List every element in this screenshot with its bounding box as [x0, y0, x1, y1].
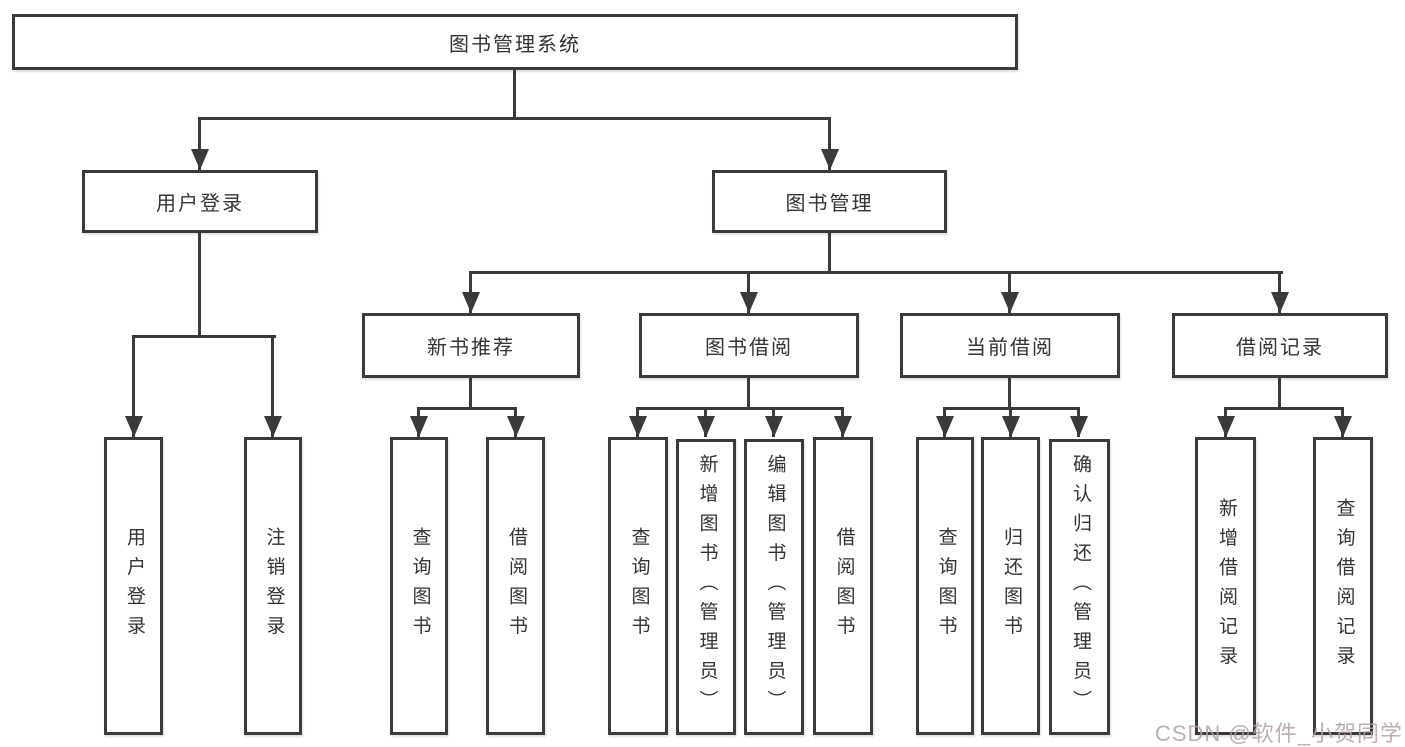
node-br-add-record-label: 新增借阅记录 — [1215, 497, 1237, 675]
connector-arrow-rec-borrow — [514, 407, 517, 437]
connector-new-book-rec-stem — [469, 378, 472, 407]
node-root-label: 图书管理系统 — [449, 33, 581, 56]
connector-book-mgmt-stem — [828, 233, 831, 271]
connector-arrow-br-query — [1341, 407, 1344, 437]
node-cb-confirm-return-label: 确认归还（管理员） — [1069, 454, 1091, 720]
node-rec-borrow-books-label: 借阅图书 — [505, 527, 527, 645]
node-cb-return-books: 归还图书 — [981, 437, 1040, 735]
node-new-book-rec-label: 新书推荐 — [427, 337, 515, 359]
node-bb-add-books-label: 新增图书（管理员） — [696, 454, 718, 720]
connector-arrow-bb-edit — [772, 407, 775, 437]
node-login: 用户登录 — [104, 437, 163, 735]
node-book-borrow-label: 图书借阅 — [705, 337, 793, 359]
connector-root-stem — [513, 70, 516, 117]
connector-book-borrow-branch — [636, 407, 844, 410]
node-book-mgmt: 图书管理 — [712, 170, 947, 233]
connector-arrow-logout — [271, 335, 274, 437]
node-bb-query-books: 查询图书 — [608, 437, 668, 735]
connector-arrow-login — [132, 335, 135, 437]
connector-current-borrow-stem — [1008, 378, 1011, 407]
node-logout-label: 注销登录 — [263, 527, 285, 645]
connector-arrow-book-borrow — [747, 271, 750, 313]
connector-arrow-bb-borrow — [841, 407, 844, 437]
connector-book-mgmt-branch — [469, 271, 1283, 274]
node-borrow-records: 借阅记录 — [1172, 313, 1388, 378]
node-cb-return-books-label: 归还图书 — [1000, 527, 1022, 645]
node-current-borrow-label: 当前借阅 — [966, 337, 1054, 359]
node-rec-query-books: 查询图书 — [390, 437, 448, 735]
node-book-borrow: 图书借阅 — [639, 313, 859, 378]
connector-arrow-bb-add — [704, 407, 707, 437]
node-user-login: 用户登录 — [82, 170, 318, 233]
connector-arrow-book-mgmt — [828, 117, 831, 170]
connector-arrow-user-login — [198, 117, 201, 170]
connector-borrow-records-stem — [1278, 378, 1281, 407]
connector-user-login-branch — [132, 335, 276, 338]
connector-root-branch — [198, 117, 831, 120]
node-logout: 注销登录 — [244, 437, 302, 735]
connector-user-login-stem — [198, 233, 201, 335]
connector-arrow-cb-query — [943, 407, 946, 437]
node-root: 图书管理系统 — [12, 14, 1018, 70]
connector-arrow-rec-query — [417, 407, 420, 437]
node-rec-query-books-label: 查询图书 — [409, 527, 431, 645]
node-current-borrow: 当前借阅 — [900, 313, 1120, 378]
connector-arrow-cb-confirm — [1077, 407, 1080, 437]
node-book-mgmt-label: 图书管理 — [785, 193, 874, 215]
csdn-watermark: CSDN @软件_小贺同学 — [1154, 721, 1403, 746]
node-user-login-label: 用户登录 — [156, 193, 244, 215]
connector-arrow-borrow-records — [1278, 271, 1281, 313]
node-bb-borrow-books-label: 借阅图书 — [833, 527, 855, 645]
connector-new-book-rec-branch — [417, 407, 517, 410]
connector-arrow-br-add — [1224, 407, 1227, 437]
connector-arrow-current-borrow — [1008, 271, 1011, 313]
node-br-query-record: 查询借阅记录 — [1313, 437, 1373, 735]
node-br-query-record-label: 查询借阅记录 — [1333, 497, 1355, 675]
connector-borrow-records-branch — [1224, 407, 1343, 410]
connector-book-borrow-stem — [747, 378, 750, 407]
node-bb-query-books-label: 查询图书 — [628, 527, 650, 645]
node-cb-query-books: 查询图书 — [916, 437, 974, 735]
node-cb-confirm-return: 确认归还（管理员） — [1049, 439, 1110, 735]
node-login-label: 用户登录 — [123, 527, 145, 645]
node-bb-edit-books-label: 编辑图书（管理员） — [764, 454, 786, 720]
node-new-book-rec: 新书推荐 — [362, 313, 580, 378]
node-rec-borrow-books: 借阅图书 — [486, 437, 545, 735]
node-bb-add-books: 新增图书（管理员） — [676, 439, 736, 735]
connector-arrow-cb-return — [1009, 407, 1012, 437]
connector-arrow-new-book-rec — [469, 271, 472, 313]
node-cb-query-books-label: 查询图书 — [935, 527, 957, 645]
node-bb-borrow-books: 借阅图书 — [813, 437, 873, 735]
node-borrow-records-label: 借阅记录 — [1236, 337, 1324, 359]
node-bb-edit-books: 编辑图书（管理员） — [744, 439, 804, 735]
connector-arrow-bb-query — [636, 407, 639, 437]
node-br-add-record: 新增借阅记录 — [1195, 437, 1256, 735]
